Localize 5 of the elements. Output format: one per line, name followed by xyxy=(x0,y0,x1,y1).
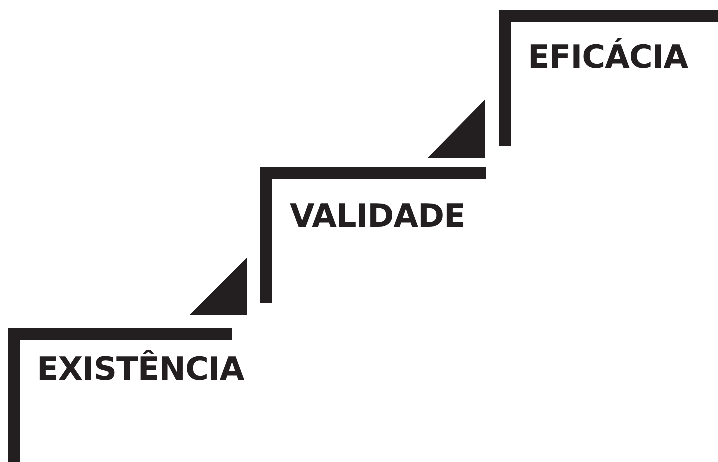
step-title: EXISTÊNCIA xyxy=(37,350,244,388)
step-bracket xyxy=(499,10,718,146)
step-title: EFICÁCIA xyxy=(528,38,688,76)
step-bracket xyxy=(260,167,486,303)
step-title: VALIDADE xyxy=(290,197,466,235)
